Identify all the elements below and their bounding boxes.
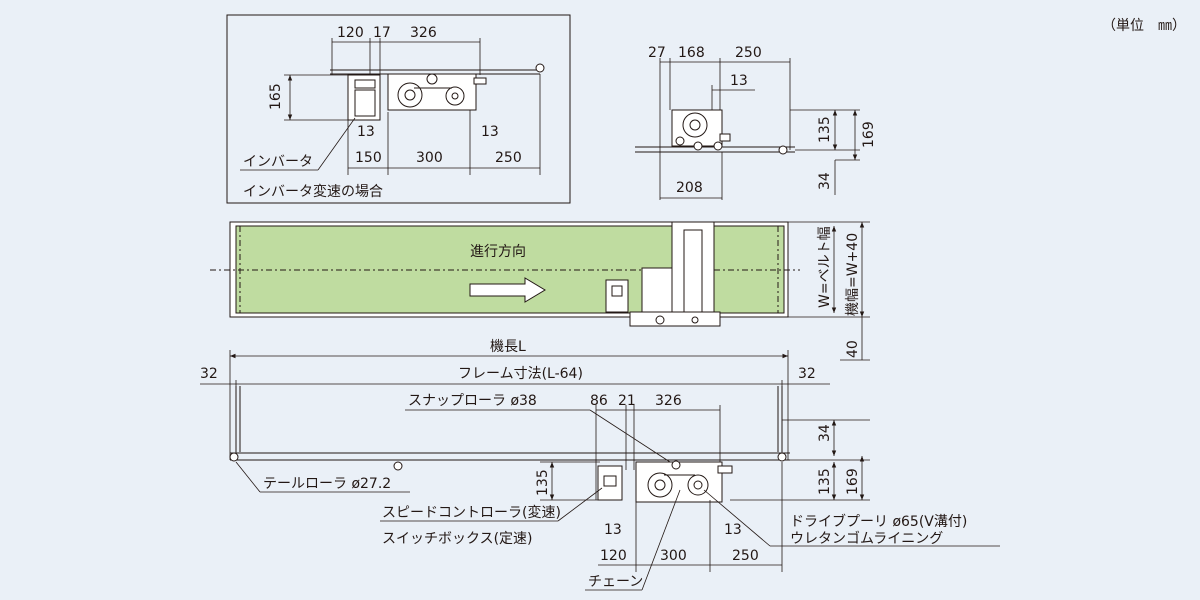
tail-roller-label: テールローラ ø27.2: [263, 476, 391, 492]
inv-dim-13a: 13: [357, 124, 375, 140]
front-dim-250: 250: [732, 548, 759, 564]
side-dim-13: 13: [730, 73, 748, 89]
front-dim-86: 86: [590, 393, 608, 409]
front-dim-21: 21: [618, 393, 636, 409]
direction-arrow: [469, 277, 546, 303]
side-dim-27: 27: [648, 45, 666, 61]
unit-label: （単位 ㎜）: [1102, 18, 1186, 34]
belt-width-label: W=ベルト幅: [817, 226, 833, 308]
inverter-label: インバータ: [243, 154, 313, 170]
inv-dim-150: 150: [355, 150, 382, 166]
machine-length-label: 機長L: [490, 339, 526, 355]
front-dim-34: 34: [817, 424, 833, 442]
side-dim-169: 169: [861, 121, 877, 148]
side-dim-34: 34: [817, 172, 833, 190]
frame-length-label: フレーム寸法(L-64): [458, 366, 583, 382]
snap-roller-label: スナップローラ ø38: [408, 393, 537, 409]
front-end-dim-left: 32: [200, 366, 218, 382]
inv-dim-300: 300: [416, 150, 443, 166]
front-dim-13b: 13: [724, 522, 742, 538]
inv-dim-165: 165: [268, 83, 284, 110]
front-dim-135-left: 135: [535, 469, 551, 496]
front-end-dim-right: 32: [798, 366, 816, 382]
drive-pulley-label: ドライブプーリ ø65(V溝付): [790, 513, 967, 530]
inv-dim-17: 17: [373, 25, 391, 41]
side-dim-135: 135: [817, 116, 833, 143]
front-dim-120: 120: [600, 548, 627, 564]
inv-dim-250: 250: [495, 150, 522, 166]
plan-view: 進行方向 W=ベルト幅 機幅=W+40 40: [210, 221, 870, 361]
front-dim-135-right: 135: [817, 468, 833, 495]
inverter-caption: インバータ変速の場合: [243, 183, 383, 200]
side-dim-250: 250: [735, 45, 762, 61]
front-dim-13a: 13: [604, 522, 622, 538]
inv-dim-13b: 13: [481, 124, 499, 140]
chain-label: チェーン: [588, 574, 643, 590]
switch-box-label: スイッチボックス(定速): [382, 531, 533, 547]
side-view: 27 168 250 13 135 169 34 208: [635, 45, 877, 200]
side-dim-168: 168: [678, 45, 705, 61]
front-dim-326: 326: [655, 393, 682, 409]
front-dim-169: 169: [845, 468, 861, 495]
plan-dim-40: 40: [845, 340, 861, 358]
direction-label: 進行方向: [470, 244, 526, 260]
inv-dim-326: 326: [410, 25, 437, 41]
machine-width-label: 機幅=W+40: [845, 233, 861, 316]
speed-controller-label: スピードコントローラ(変速): [382, 504, 561, 521]
inverter-view: 120 17 326 165 13 13 150 300 250: [226, 14, 571, 204]
inv-dim-120: 120: [337, 25, 364, 41]
front-view: 機長L フレーム寸法(L-64) 32 32 86 21 326 スナップローラ…: [200, 339, 1000, 591]
side-dim-208: 208: [676, 180, 703, 196]
lining-label: ウレタンゴムライニング: [790, 530, 943, 547]
front-dim-300: 300: [660, 548, 687, 564]
